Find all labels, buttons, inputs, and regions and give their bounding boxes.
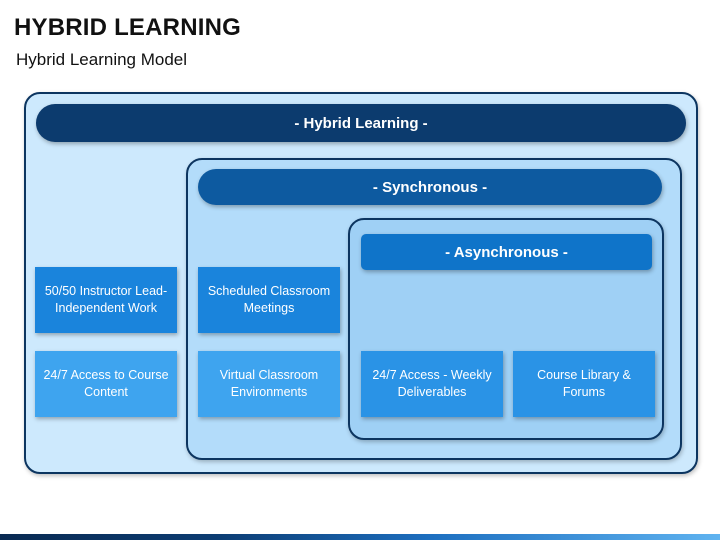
instructor-lead-label: 50/50 Instructor Lead-Independent Work (44, 284, 168, 315)
access-content-label: 24/7 Access to Course Content (43, 368, 169, 399)
slide-title: HYBRID LEARNING (14, 14, 242, 41)
course-library-box: Course Library & Forums (513, 351, 655, 417)
virtual-classroom-box: Virtual Classroom Environments (198, 351, 340, 417)
footer-gradient-bar (0, 534, 720, 540)
asynchronous-header: - Asynchronous - (361, 234, 652, 270)
scheduled-meetings-box: Scheduled Classroom Meetings (198, 267, 340, 333)
weekly-deliverables-box: 24/7 Access - Weekly Deliverables (361, 351, 503, 417)
synchronous-header: - Synchronous - (198, 169, 662, 205)
slide-subtitle: Hybrid Learning Model (16, 50, 188, 69)
hybrid-learning-header: - Hybrid Learning - (36, 104, 686, 142)
instructor-lead-box: 50/50 Instructor Lead-Independent Work (35, 267, 177, 333)
course-library-label: Course Library & Forums (537, 368, 631, 399)
virtual-classroom-label: Virtual Classroom Environments (219, 368, 319, 399)
weekly-deliverables-label: 24/7 Access - Weekly Deliverables (372, 368, 492, 399)
access-content-box: 24/7 Access to Course Content (35, 351, 177, 417)
scheduled-meetings-label: Scheduled Classroom Meetings (207, 284, 331, 315)
